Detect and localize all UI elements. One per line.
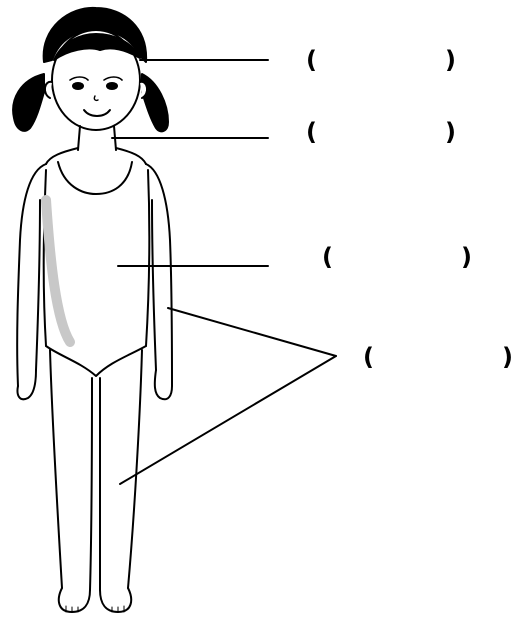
answer-blank-head[interactable]: ( ) <box>306 46 456 74</box>
answer-blank-trunk[interactable]: ( ) <box>322 243 472 271</box>
open-paren: ( <box>322 243 333 271</box>
close-paren: ) <box>461 243 472 271</box>
answer-blank-neck[interactable]: ( ) <box>306 118 456 146</box>
leader-lines <box>112 60 336 484</box>
open-paren: ( <box>306 118 317 146</box>
leader-line-arm <box>168 308 336 356</box>
close-paren: ) <box>445 46 456 74</box>
leader-line-leg <box>120 356 336 484</box>
close-paren: ) <box>445 118 456 146</box>
open-paren: ( <box>363 343 374 371</box>
open-paren: ( <box>306 46 317 74</box>
close-paren: ) <box>502 343 512 371</box>
body <box>17 148 172 612</box>
answer-blank-limbs[interactable]: ( ) <box>363 343 512 371</box>
